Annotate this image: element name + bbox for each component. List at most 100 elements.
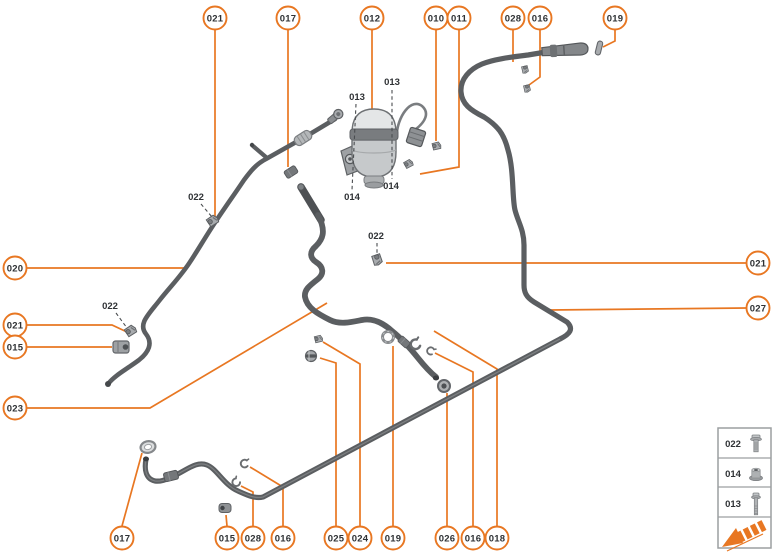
vacuum-pump <box>340 102 428 189</box>
callout-024[interactable]: 024 <box>347 525 373 551</box>
callout-circle <box>500 5 526 31</box>
callout-026[interactable]: 026 <box>434 525 460 551</box>
callout-number: 016 <box>532 13 548 24</box>
hardware-parts-layer <box>112 40 604 513</box>
part-hose-sleeve-mid <box>397 335 411 349</box>
callout-circle <box>434 525 460 551</box>
callout-017-bottom[interactable]: 017 <box>109 525 135 551</box>
part-hook-clip-016-left <box>239 458 250 469</box>
callout-015-left[interactable]: 015 <box>2 334 28 360</box>
part-hose-connector-sleeve <box>163 469 179 483</box>
callout-016-bottom-right[interactable]: 016 <box>460 525 486 551</box>
leader-018 <box>433 330 498 526</box>
callout-circle <box>109 525 135 551</box>
leader-027 <box>549 307 747 311</box>
hose-open-end <box>143 456 149 462</box>
part-clamp-ring-019 <box>381 330 395 344</box>
callout-circle <box>347 525 373 551</box>
pump-wire <box>394 102 428 141</box>
part-grommet-ring-017 <box>139 440 157 454</box>
callout-number: 020 <box>7 263 23 274</box>
legend-label-022: 022 <box>725 439 741 450</box>
callout-number: 023 <box>7 403 23 414</box>
callout-circle <box>214 525 240 551</box>
callout-021-top[interactable]: 021 <box>202 5 228 31</box>
callout-025[interactable]: 025 <box>323 525 349 551</box>
part-label-013-3: 013 <box>349 92 365 103</box>
callout-circle <box>359 5 385 31</box>
part-clip-022-a <box>205 214 220 228</box>
callout-021-left[interactable]: 021 <box>2 312 28 338</box>
callout-circle <box>527 5 553 31</box>
callout-010[interactable]: 010 <box>423 5 449 31</box>
callout-017-top[interactable]: 017 <box>275 5 301 31</box>
part-connector-015 <box>112 340 130 354</box>
direction-arrow-icon <box>722 520 767 552</box>
callout-number: 015 <box>7 342 24 353</box>
callout-circle <box>323 525 349 551</box>
leader-028-bottom <box>240 485 254 526</box>
part-clamp-025 <box>304 349 318 363</box>
callout-number: 028 <box>245 533 261 544</box>
callout-015-bottom[interactable]: 015 <box>214 525 240 551</box>
callout-019-top[interactable]: 019 <box>602 5 628 31</box>
callout-011[interactable]: 011 <box>446 5 472 31</box>
hose-020 <box>105 116 338 387</box>
part-hook-clip-018 <box>409 336 422 351</box>
leader-lines-layer <box>27 30 747 527</box>
callout-028-bottom[interactable]: 028 <box>240 525 266 551</box>
legend-row-022[interactable]: 022 <box>725 434 762 453</box>
callout-016-top[interactable]: 016 <box>527 5 553 31</box>
callout-012[interactable]: 012 <box>359 5 385 31</box>
callout-number: 011 <box>451 13 467 24</box>
callout-circle <box>460 525 486 551</box>
callout-circle <box>745 250 771 276</box>
leader-019-top <box>602 30 616 48</box>
callout-019-bottom[interactable]: 019 <box>380 525 406 551</box>
callout-circle <box>745 295 771 321</box>
callout-number: 026 <box>439 533 455 544</box>
pump-dome <box>351 108 397 134</box>
callout-circle <box>2 334 28 360</box>
part-clip-010 <box>431 141 442 151</box>
part-hook-clip-016-right <box>426 346 437 356</box>
callout-016-bottom-left[interactable]: 016 <box>270 525 296 551</box>
leader-025 <box>319 357 337 526</box>
pump-body <box>351 139 397 178</box>
dashed-leader-3 <box>351 103 357 191</box>
callout-021-right[interactable]: 021 <box>745 250 771 276</box>
leader-016-bottom-right <box>434 352 474 526</box>
flange-bolt-icon <box>750 434 762 453</box>
legend-row-013[interactable]: 013 <box>725 492 761 516</box>
part-label-022-2: 022 <box>368 231 384 242</box>
callout-028-top[interactable]: 028 <box>500 5 526 31</box>
hose-023 <box>297 183 440 381</box>
legend-label-014: 014 <box>725 469 742 480</box>
hose-artwork-layer <box>105 45 589 501</box>
callout-circle <box>270 525 296 551</box>
part-clip-016-top <box>523 84 531 93</box>
callout-027[interactable]: 027 <box>745 295 771 321</box>
callout-circle <box>380 525 406 551</box>
callout-number: 016 <box>465 533 481 544</box>
leader-015-bottom <box>225 514 228 527</box>
part-bolt-fitting-020 <box>327 108 344 124</box>
part-label-014-5: 014 <box>344 192 361 203</box>
hose-top-cap <box>297 183 305 191</box>
callout-circle <box>275 5 301 31</box>
part-label-014-6: 014 <box>383 181 400 192</box>
callout-number: 025 <box>328 533 345 544</box>
callout-number: 012 <box>364 13 380 24</box>
callout-018[interactable]: 018 <box>484 525 510 551</box>
part-grommet-026 <box>437 379 451 393</box>
callout-number: 017 <box>114 533 130 544</box>
legend-row-014[interactable]: 014 <box>725 467 763 481</box>
part-clip-022-c <box>371 253 383 266</box>
flange-nut-icon <box>749 467 763 481</box>
part-hose-end-grip <box>541 42 589 58</box>
callout-number: 021 <box>207 13 224 24</box>
callout-023[interactable]: 023 <box>2 395 28 421</box>
long-bolt-icon <box>751 492 761 516</box>
callout-020[interactable]: 020 <box>2 255 28 281</box>
